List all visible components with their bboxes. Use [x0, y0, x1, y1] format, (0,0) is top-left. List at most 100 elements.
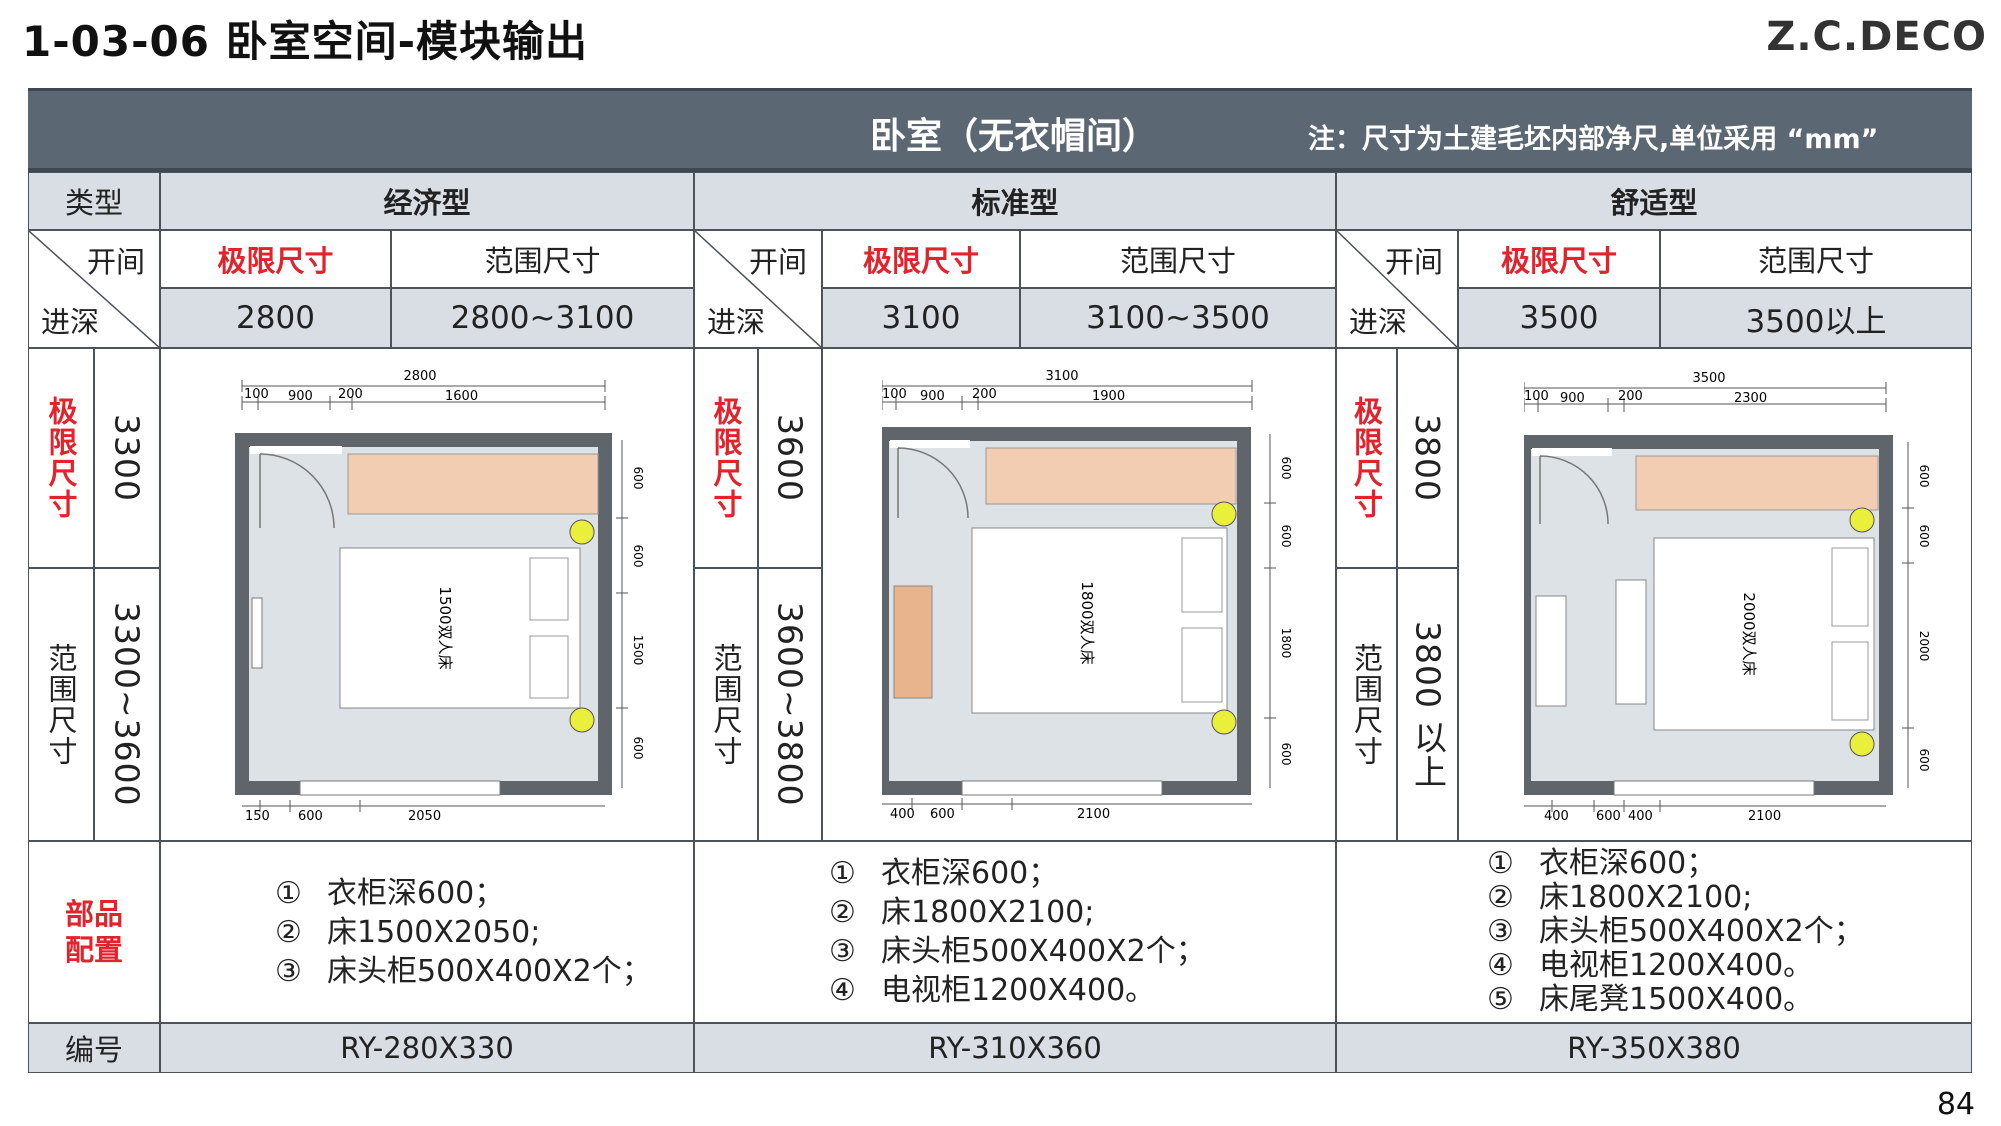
depth-limit-value: 3300 — [94, 348, 160, 568]
window — [1613, 780, 1815, 796]
door-opening — [1532, 448, 1612, 456]
tv-cabinet — [893, 585, 933, 699]
range-size-header: 范围尺寸 — [391, 230, 694, 288]
tv-cabinet — [1535, 595, 1567, 707]
dim-top: 200 — [1618, 389, 1643, 404]
pillow — [529, 557, 569, 621]
bed-label: 2000双人床 — [1740, 592, 1758, 675]
dim-bottom: 150 — [245, 809, 270, 824]
code-comfort: RY-350X380 — [1336, 1023, 1972, 1073]
dim-right: 600 — [1279, 457, 1293, 480]
pillow — [1181, 537, 1223, 613]
limit-size-vertical-label: 极限尺寸 — [1336, 348, 1397, 568]
dim-overall-width: 3500 — [1692, 371, 1725, 386]
pillow — [529, 635, 569, 699]
dim-right: 1500 — [631, 635, 645, 666]
parts-label: 部品配置 — [28, 841, 160, 1023]
banner-title: 卧室（无衣帽间） — [870, 116, 1159, 157]
dim-right: 1800 — [1279, 628, 1293, 659]
bay-depth-corner-3: 开间 进深 — [1336, 230, 1459, 349]
door-swing — [259, 453, 335, 529]
dim-top: 100 — [1524, 389, 1549, 404]
type-label: 类型 — [28, 172, 160, 230]
code-label: 编号 — [28, 1023, 160, 1073]
range-size-vertical-label: 范围尺寸 — [694, 568, 758, 841]
limit-size-header: 极限尺寸 — [1458, 230, 1660, 288]
door-swing — [1539, 455, 1609, 525]
wardrobe — [985, 447, 1237, 505]
floor-plan-economy: 2800 100 900 200 1600 150 600 2050 3300 … — [230, 358, 650, 828]
bay-range-value: 3100~3500 — [1020, 288, 1336, 348]
type-economy: 经济型 — [160, 172, 694, 230]
lamp-icon — [1849, 731, 1875, 757]
bay-limit-value: 2800 — [160, 288, 391, 348]
dim-right: 2000 — [1917, 631, 1931, 662]
wardrobe — [347, 453, 599, 515]
dim-top: 900 — [288, 389, 313, 404]
dim-bottom: 2050 — [408, 809, 441, 824]
limit-size-vertical-label: 极限尺寸 — [28, 348, 94, 568]
type-comfort: 舒适型 — [1336, 172, 1972, 230]
dim-top: 1600 — [445, 389, 478, 404]
floor-plan-drawing: 3100 100 900 200 1900 400 600 2100 3600 … — [882, 369, 1293, 822]
code-standard: RY-310X360 — [694, 1023, 1336, 1073]
table-banner: 卧室（无衣帽间） 注：尺寸为土建毛坯内部净尺,单位采用 “mm” — [28, 88, 1972, 172]
dim-right: 600 — [631, 737, 645, 760]
dim-right: 600 — [631, 467, 645, 490]
dim-top: 200 — [338, 387, 363, 402]
wall-tv-panel — [251, 597, 263, 669]
dim-top: 100 — [882, 387, 907, 402]
brand-logo: Z.C.DECO — [1766, 14, 1987, 60]
door-swing — [897, 447, 969, 519]
bay-label: 开间 — [748, 245, 807, 279]
dim-bottom: 600 — [930, 807, 955, 822]
bay-range-value: 3500以上 — [1660, 288, 1972, 348]
door-opening — [250, 446, 342, 454]
dim-bottom: 600 — [298, 809, 323, 824]
floor-plan-comfort: 3500 100 900 200 2300 400 600 400 2100 3… — [1524, 358, 1944, 828]
pillow — [1831, 547, 1869, 627]
dim-right: 600 — [1917, 465, 1931, 488]
dim-top: 1900 — [1092, 389, 1125, 404]
lamp-icon — [1211, 709, 1237, 735]
range-size-vertical-label: 范围尺寸 — [1336, 568, 1397, 841]
code-economy: RY-280X330 — [160, 1023, 694, 1073]
depth-limit-value: 3600 — [758, 348, 822, 568]
diagonal-divider — [29, 231, 161, 349]
bed-end-bench — [1615, 579, 1647, 705]
module-sheet: 卧室（无衣帽间） 注：尺寸为土建毛坯内部净尺,单位采用 “mm” 类型 经济型 … — [28, 88, 1972, 1073]
bay-label: 开间 — [1384, 245, 1443, 279]
dim-top: 900 — [920, 389, 945, 404]
bay-limit-value: 3500 — [1458, 288, 1660, 348]
floor-plan-drawing: 2800 100 900 200 1600 150 600 2050 3300 … — [235, 369, 645, 824]
range-size-vertical-label: 范围尺寸 — [28, 568, 94, 841]
lamp-icon — [569, 519, 595, 545]
range-size-header: 范围尺寸 — [1020, 230, 1336, 288]
bay-depth-corner-2: 开间 进深 — [694, 230, 823, 349]
bay-range-value: 2800~3100 — [391, 288, 694, 348]
dim-top: 100 — [244, 387, 269, 402]
dim-bottom: 2100 — [1077, 807, 1110, 822]
banner-note: 注：尺寸为土建毛坯内部净尺,单位采用 “mm” — [1308, 124, 1879, 155]
dim-right: 600 — [1917, 525, 1931, 548]
window — [961, 780, 1163, 796]
bay-limit-value: 3100 — [822, 288, 1020, 348]
bed-label: 1500双人床 — [436, 586, 454, 669]
dim-bottom: 600 — [1596, 809, 1621, 824]
depth-label: 进深 — [41, 305, 100, 339]
lamp-icon — [1849, 507, 1875, 533]
dim-bottom: 400 — [1544, 809, 1569, 824]
dim-bottom: 400 — [1628, 809, 1653, 824]
pillow — [1831, 641, 1869, 721]
dim-overall-width: 3100 — [1045, 369, 1078, 384]
